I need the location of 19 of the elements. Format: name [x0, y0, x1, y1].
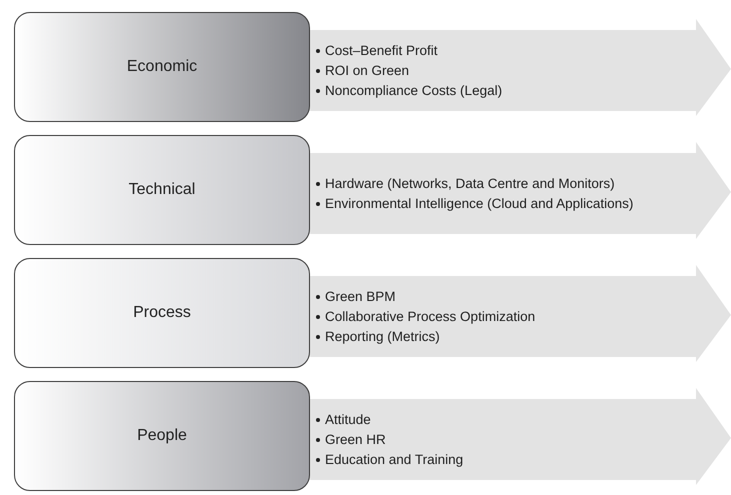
category-label: Process [133, 304, 191, 322]
bullet-item: Environmental Intelligence (Cloud and Applications) [316, 196, 691, 211]
bullet-item: Collaborative Process Optimization [316, 309, 691, 324]
bullet-item: Green BPM [316, 289, 691, 304]
category-box [14, 381, 310, 491]
bullet-item: Green HR [316, 432, 691, 447]
category-box [14, 12, 310, 122]
category-label: Economic [126, 58, 198, 76]
bullet-item: Noncompliance Costs (Legal) [316, 83, 691, 98]
category-label: People [137, 427, 187, 445]
bullet-item: Cost–Benefit Profit [316, 43, 691, 58]
bullet-item: Education and Training [316, 452, 691, 467]
category-box [14, 135, 310, 245]
bullet-item: Reporting (Metrics) [316, 329, 691, 344]
category-box [14, 258, 310, 368]
bullet-item: ROI on Green [316, 63, 691, 78]
bullet-item: Hardware (Networks, Data Centre and Monitors) [316, 176, 691, 191]
category-label: Technical [128, 181, 196, 199]
bullet-item: Attitude [316, 412, 691, 427]
